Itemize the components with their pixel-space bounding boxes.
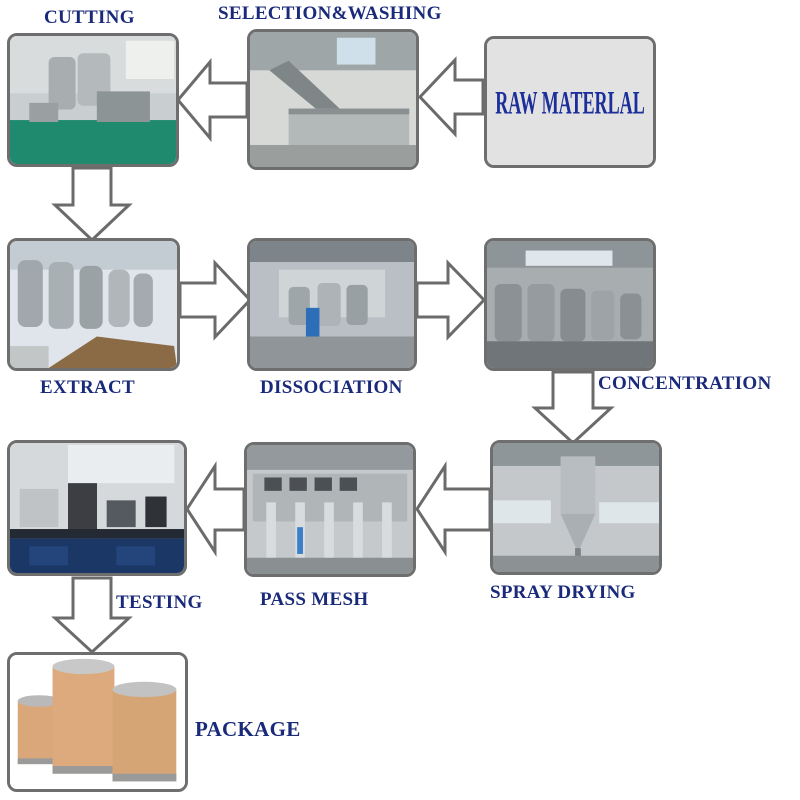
photo-dissociation — [247, 238, 417, 371]
photo-selection-washing — [247, 29, 419, 170]
arrow-concentration-to-spray — [531, 370, 615, 446]
arrow-spray-to-passmesh — [415, 460, 492, 558]
label-selection-washing: SELECTION&WASHING — [218, 3, 442, 24]
label-extract: EXTRACT — [40, 377, 136, 398]
photo-package — [7, 652, 188, 792]
label-spray-drying: SPRAY DRYING — [490, 582, 636, 603]
photo-cutting — [7, 33, 179, 167]
label-testing: TESTING — [116, 592, 203, 613]
label-package: PACKAGE — [195, 717, 301, 741]
arrow-raw-to-washing — [417, 56, 485, 138]
photo-concentration — [484, 238, 656, 371]
arrow-dissociation-to-concentration — [415, 259, 487, 341]
raw-material-label: RAW MATERLAL — [495, 86, 645, 122]
arrow-extract-to-dissociation — [178, 259, 253, 341]
arrow-cutting-to-extract — [51, 166, 133, 243]
arrow-passmesh-to-testing — [185, 460, 246, 558]
photo-testing — [7, 440, 187, 576]
photo-extract — [7, 238, 180, 371]
arrow-testing-to-package — [51, 576, 133, 655]
label-dissociation: DISSOCIATION — [260, 377, 403, 398]
label-cutting: CUTTING — [44, 7, 135, 28]
photo-pass-mesh — [244, 442, 416, 577]
label-concentration: CONCENTRATION — [598, 373, 772, 394]
photo-spray-drying — [490, 440, 662, 575]
arrow-washing-to-cutting — [176, 57, 249, 143]
raw-material-box: RAW MATERLAL — [484, 36, 656, 168]
label-pass-mesh: PASS MESH — [260, 589, 369, 610]
